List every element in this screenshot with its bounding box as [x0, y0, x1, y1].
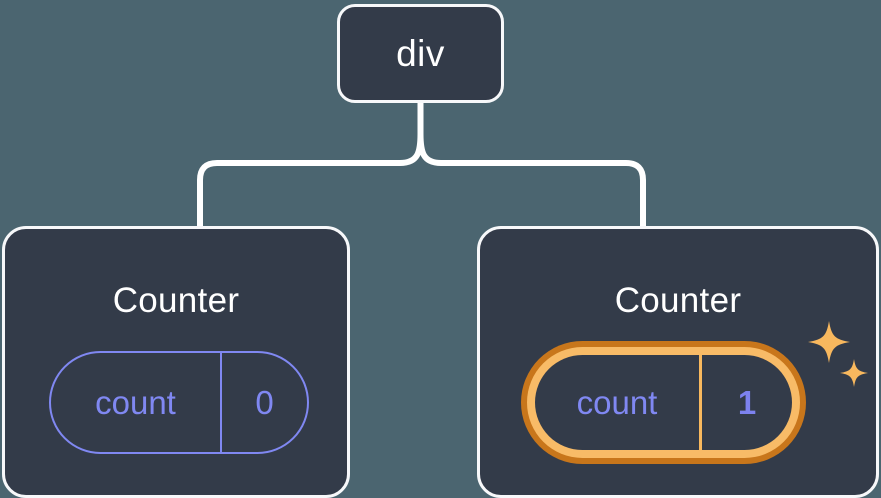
- state-pill-value-cell-left: 0: [222, 353, 307, 452]
- sparkle-small-icon: [840, 359, 868, 387]
- node-div[interactable]: div: [337, 4, 504, 103]
- state-pill-count-right[interactable]: count 1: [521, 341, 806, 464]
- state-pill-key-cell-left: count: [51, 353, 222, 452]
- sparkle-group: [808, 321, 868, 387]
- node-counter-left[interactable]: Counter count 0: [2, 226, 350, 498]
- state-pill-key-right: count: [576, 384, 658, 421]
- node-counter-left-label: Counter: [112, 281, 240, 320]
- state-pill-value-right: 1: [737, 384, 757, 421]
- state-pill-key-cell-right: count: [535, 355, 702, 450]
- node-counter-right-label: Counter: [614, 281, 742, 320]
- node-counter-right[interactable]: Counter count 1: [477, 226, 879, 498]
- connector-to-left-child: [197, 131, 424, 230]
- node-div-label: div: [396, 33, 445, 74]
- state-pill-value-left: 0: [255, 384, 274, 421]
- state-pill-highlight-ring: count 1: [527, 347, 800, 458]
- connector-to-right-child: [417, 131, 646, 230]
- state-pill-value-cell-right: 1: [702, 355, 792, 450]
- state-pill-key-left: count: [95, 384, 176, 421]
- state-pill-count-left[interactable]: count 0: [49, 351, 309, 454]
- state-pill-body-right: count 1: [535, 355, 792, 450]
- sparkle-large-icon: [808, 321, 850, 363]
